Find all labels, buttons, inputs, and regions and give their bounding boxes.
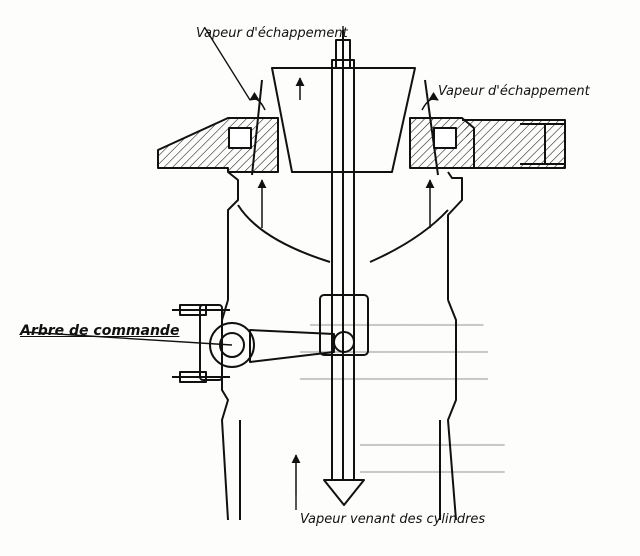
control-shaft-assembly (172, 304, 335, 383)
bleed-through-text: ━━━━━━━━━━━━━━━━━━━━ (360, 465, 505, 479)
leader-lines (24, 26, 344, 510)
valve-cone (323, 479, 365, 506)
valve-rod (319, 30, 369, 481)
label-control-shaft: Arbre de commande (20, 323, 180, 339)
exhaust-cone (251, 67, 439, 176)
bleed-through-text: ━━━━━━━━━━━━━━━━━━━━ (360, 438, 505, 452)
outlet-pipe (520, 123, 566, 165)
flow-arrows (249, 77, 439, 495)
label-cylinder-steam: Vapeur venant des cylindres (300, 512, 486, 527)
bleed-through-text: ━━━━━━━━━━━━━━━━━━━━━━━━━━ (300, 372, 488, 386)
flange-section (157, 117, 566, 173)
label-top-exhaust: Vapeur d'échappement (196, 26, 348, 41)
label-right-exhaust: Vapeur d'échappement (438, 84, 590, 99)
